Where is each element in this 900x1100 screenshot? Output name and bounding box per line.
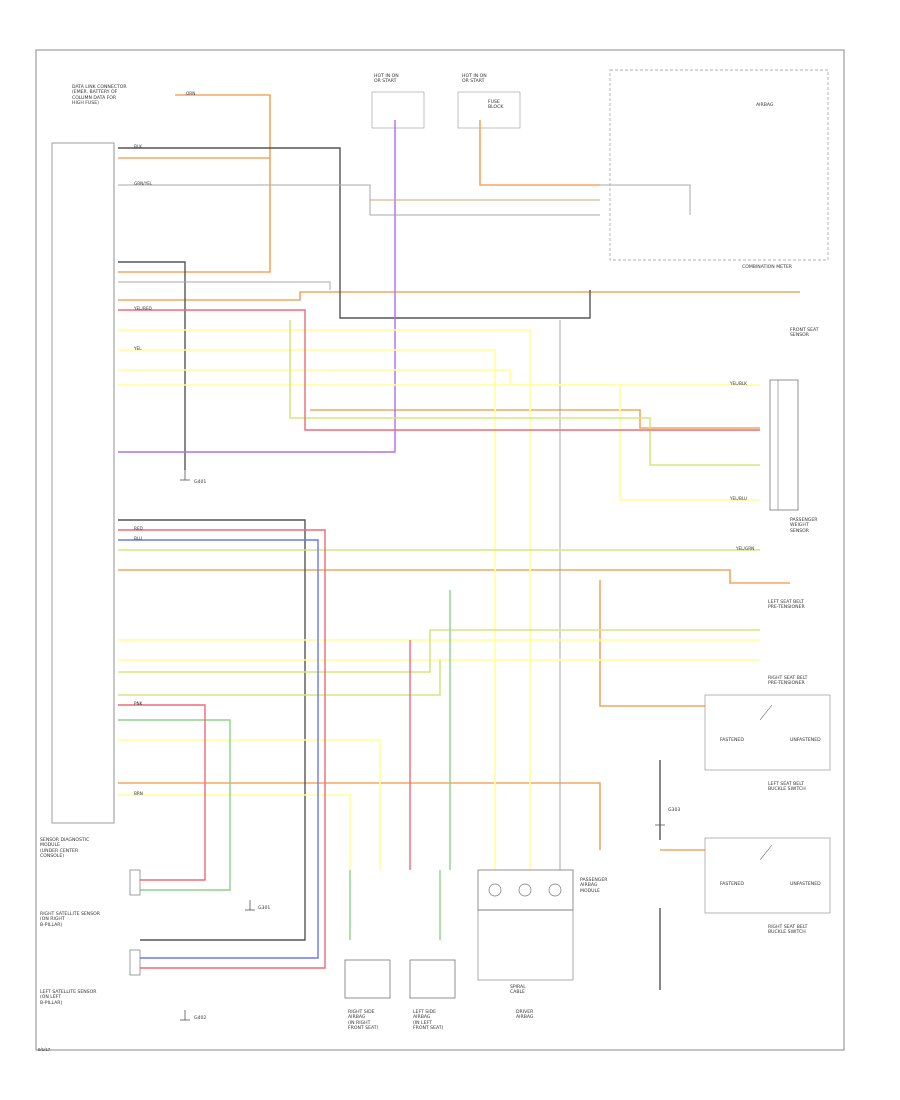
red-wires <box>118 309 760 969</box>
ground-label-3: G402 <box>194 1016 207 1021</box>
wire-code-red: RED <box>134 526 143 531</box>
wire-code-blk: BLK <box>134 144 142 149</box>
wire-code-pnk: PNK <box>134 701 143 706</box>
violet-wire <box>118 120 396 453</box>
wire-code-orn: ORN <box>186 91 196 96</box>
ground-label-1: G401 <box>194 480 207 485</box>
fuse-block-label: FUSE BLOCK <box>488 100 504 111</box>
hot-fuse-left-label: HOT IN ON OR START <box>374 74 399 85</box>
airbag-module-label: SENSOR DIAGNOSTIC MODULE (UNDER CENTER C… <box>40 838 90 859</box>
wire-code-blu: BLU <box>134 536 143 541</box>
spiral-cable-label: SPIRAL CABLE <box>510 985 526 996</box>
fastened-label-1: FASTENED <box>720 738 744 743</box>
gray-wires <box>118 184 691 870</box>
right-buckle-switch-box <box>704 694 831 771</box>
unfastened-label-2: UNFASTENED <box>790 882 821 887</box>
yellow-green-wires <box>118 320 760 696</box>
orange-wires <box>118 94 800 851</box>
black-wires <box>118 147 661 990</box>
passenger-weight-sensor <box>769 379 799 511</box>
left-seat-belt-label: LEFT SEAT BELT PRE-TENSIONER <box>768 600 805 611</box>
page-border <box>35 49 845 1051</box>
front-seat-sensor-label: FRONT SEAT SENSOR <box>790 328 819 339</box>
left-side-airbag-label: LEFT SIDE AIRBAG (IN LEFT FRONT SEAT) <box>413 1010 444 1031</box>
driver-airbag-box <box>477 909 574 981</box>
driver-airbag-label: DRIVER AIRBAG <box>516 1010 534 1021</box>
combination-meter-box <box>609 69 829 261</box>
right-satellite-label: RIGHT SATELLITE SENSOR (ON RIGHT B-PILLA… <box>40 912 100 928</box>
left-satellite-sensor <box>129 949 141 976</box>
dlc-label: DATA LINK CONNECTOR (EMER. BATTERY OF CO… <box>72 85 127 106</box>
blue-wire <box>118 539 319 959</box>
right-satellite-sensor <box>129 869 141 896</box>
fastened-label-2: FASTENED <box>720 882 744 887</box>
page-id: 9/1/17 <box>38 1047 51 1052</box>
passenger-weight-label: PASSENGER WEIGHT SENSOR <box>790 518 818 534</box>
airbag-warning-label: AIRBAG <box>756 103 774 108</box>
right-buckle-label: RIGHT SEAT BELT BUCKLE SWITCH <box>768 925 808 936</box>
green-wires <box>118 590 451 940</box>
wire-code-yel: YEL <box>134 346 142 351</box>
yellow-wires <box>118 329 760 870</box>
right-side-airbag-box <box>344 959 391 999</box>
right-seat-belt-label: RIGHT SEAT BELT PRE-TENSIONER <box>768 676 808 687</box>
fuse-box-right <box>457 91 521 129</box>
wire-code-yel-red: YEL/RED <box>134 306 152 311</box>
left-buckle-label: LEFT SEAT BELT BUCKLE SWITCH <box>768 782 806 793</box>
wire-code-yel-grn: YEL/GRN <box>736 546 755 551</box>
fuse-box-left <box>371 91 425 129</box>
ground-label-4: G303 <box>668 808 681 813</box>
left-buckle-switch-box <box>704 837 831 914</box>
ground-symbols <box>180 470 665 1021</box>
wire-code-grn: GRN/YEL <box>134 181 153 186</box>
left-side-airbag-box <box>409 959 456 999</box>
wire-code-brn: BRN <box>134 791 143 796</box>
combination-meter-label: COMBINATION METER <box>742 265 792 270</box>
ground-label-2: G301 <box>258 906 271 911</box>
wire-code-yel-blu: YEL/BLU <box>730 496 748 501</box>
spiral-cable-box <box>477 869 574 911</box>
right-side-airbag-label: RIGHT SIDE AIRBAG (IN RIGHT FRONT SEAT) <box>348 1010 379 1031</box>
hot-fuse-right-label: HOT IN ON OR START <box>462 74 487 85</box>
wire-code-yel-blk: YEL/BLK <box>730 381 747 386</box>
unfastened-label-1: UNFASTENED <box>790 738 821 743</box>
passenger-airbag-label: PASSENGER AIRBAG MODULE <box>580 878 608 894</box>
left-satellite-label: LEFT SATELLITE SENSOR (ON LEFT B-PILLAR) <box>40 990 97 1006</box>
module-connector <box>51 142 115 824</box>
